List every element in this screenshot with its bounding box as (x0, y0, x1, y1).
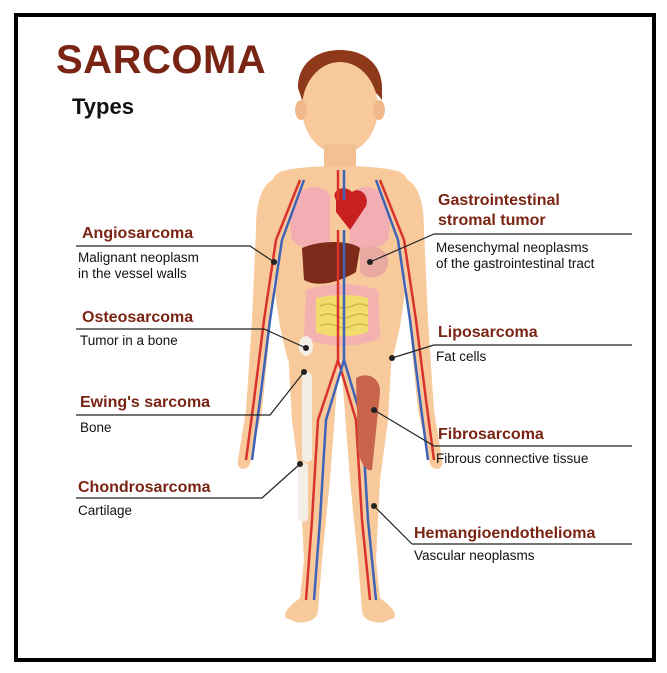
small-intestine (316, 295, 368, 337)
label-angiosarcoma-desc1: Malignant neoplasm (78, 250, 199, 266)
label-gist-title2: stromal tumor (438, 212, 546, 230)
left-leg (285, 350, 340, 623)
label-angiosarcoma-title: Angiosarcoma (82, 225, 193, 243)
page-title: SARCOMA (56, 40, 266, 80)
label-ewings-title: Ewing's sarcoma (80, 394, 210, 412)
label-liposarcoma-desc: Fat cells (436, 349, 486, 365)
label-gist-desc2: of the gastrointestinal tract (436, 256, 594, 272)
label-chondrosarcoma-title: Chondrosarcoma (78, 479, 210, 497)
label-ewings-desc: Bone (80, 420, 112, 436)
label-chondrosarcoma-desc: Cartilage (78, 503, 132, 519)
head (302, 62, 378, 154)
label-gist-desc1: Mesenchymal neoplasms (436, 240, 588, 256)
label-hemangioendothelioma-title: Hemangioendothelioma (414, 525, 595, 543)
label-osteosarcoma-title: Osteosarcoma (82, 309, 193, 327)
label-osteosarcoma-desc: Tumor in a bone (80, 333, 178, 349)
tibia-bone (298, 462, 308, 522)
femur-bone (302, 372, 312, 462)
label-fibrosarcoma-desc: Fibrous connective tissue (436, 451, 588, 467)
page-subtitle: Types (72, 96, 134, 118)
label-gist-title1: Gastrointestinal (438, 192, 560, 210)
label-liposarcoma-title: Liposarcoma (438, 324, 538, 342)
label-hemangioendothelioma-desc: Vascular neoplasms (414, 548, 535, 564)
right-arm (398, 176, 442, 469)
label-angiosarcoma-desc2: in the vessel walls (78, 266, 187, 282)
left-arm (238, 176, 282, 469)
label-fibrosarcoma-title: Fibrosarcoma (438, 426, 544, 444)
